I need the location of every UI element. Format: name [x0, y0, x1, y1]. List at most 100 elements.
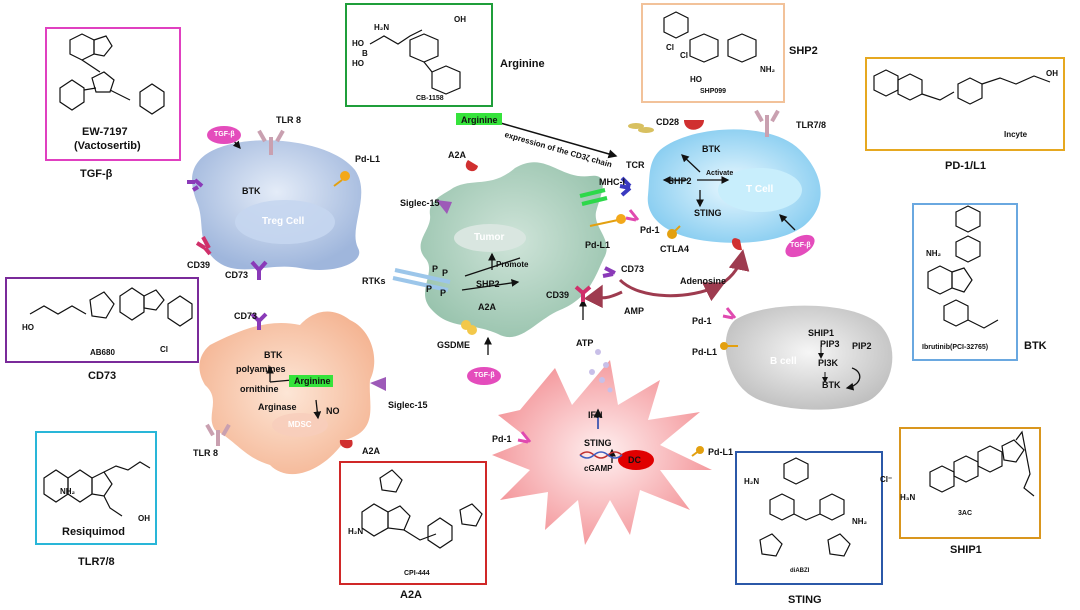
label-arginine-top: Arginine [461, 115, 498, 125]
label-shp2-tcell: SHP2 [668, 176, 692, 186]
drug-cb1158: CB-1158 [416, 95, 444, 102]
label-pdl1-treg: Pd-L1 [355, 154, 381, 164]
drug-3ac: 3AC [958, 510, 973, 517]
cd73-receptor-tumor [602, 266, 616, 278]
svg-text:NH₂: NH₂ [852, 517, 868, 526]
label-arginine-mdsc: Arginine [294, 376, 331, 386]
label-ship1: SHIP1 [808, 328, 835, 338]
label-a2a-tumor: A2A [448, 150, 467, 160]
svg-text:B: B [362, 49, 368, 58]
tgfb-badge-label-tumor: TGF-β [474, 372, 495, 379]
tgfb-badge-treg [207, 126, 241, 144]
gsdme-marker [461, 320, 477, 335]
pd1-receptor-dc [517, 431, 532, 444]
cell-label-treg: Treg Cell [262, 216, 305, 227]
pdl1-receptor-bcell [720, 342, 738, 350]
label-cd28: CD28 [656, 117, 680, 127]
molecule-ew7197 [59, 33, 165, 115]
label-rtks: RTKs [362, 276, 386, 286]
label-cgamp: cGAMP [584, 464, 613, 473]
label-pd1-tcell: Pd-1 [640, 225, 660, 235]
label-a2a-mdsc: A2A [362, 446, 381, 456]
label-sting-dc: STING [584, 438, 612, 448]
label-amp: AMP [624, 306, 644, 316]
label-tlr8-mdsc: TLR 8 [193, 448, 219, 458]
molecule-cpi444 [361, 469, 483, 549]
label-pd1-dc: Pd-1 [492, 434, 512, 444]
label-cd73-tumor: CD73 [621, 264, 645, 274]
svg-text:Cl: Cl [680, 51, 688, 60]
label-btk-tcell: BTK [702, 144, 721, 154]
label-pdl1-tumor: Pd-L1 [585, 240, 611, 250]
svg-text:NH₂: NH₂ [760, 65, 776, 74]
label-pip2: PIP2 [852, 341, 872, 351]
label-promote: Promote [496, 260, 529, 269]
mdsc-cell [199, 311, 375, 475]
label-cd73-treg: CD73 [225, 270, 249, 280]
label-pdl1-bcell: Pd-L1 [692, 347, 718, 357]
molecule-resiquimod [43, 461, 151, 517]
target-tlr78: TLR7/8 [78, 556, 115, 568]
label-atp: ATP [576, 338, 594, 348]
pd1-receptor-tcell [625, 209, 640, 222]
target-tgfb: TGF-β [80, 168, 113, 180]
svg-text:HO: HO [690, 75, 702, 84]
label-btk-bcell: BTK [822, 380, 841, 390]
label-cd39-tumor: CD39 [546, 290, 570, 300]
label-p1: P [432, 264, 439, 274]
cell-label-bcell: B cell [770, 356, 797, 367]
label-p4: P [440, 288, 447, 298]
drug-resiquimod: Resiquimod [62, 526, 125, 538]
cd73-receptor-treg [250, 260, 268, 280]
label-p3: P [426, 284, 433, 294]
svg-text:H₂N: H₂N [348, 527, 363, 536]
label-a2a-tumor-center: A2A [478, 302, 497, 312]
tgfb-badge-tumor [467, 367, 501, 385]
ctla4-receptor [667, 225, 681, 239]
dna-helix [579, 451, 623, 459]
target-ship1: SHIP1 [950, 544, 982, 556]
label-cd73-mdsc: CD73 [234, 311, 258, 321]
label-ifn: IFN [588, 410, 603, 420]
label-adenosine: Adenosine [680, 276, 727, 286]
label-siglec15-tumor: Siglec-15 [400, 198, 440, 208]
svg-text:OH: OH [454, 15, 466, 24]
arginine-tag-top [456, 113, 502, 125]
svg-text:H₂N: H₂N [744, 477, 759, 486]
label-tlr78-tcell: TLR7/8 [796, 120, 827, 130]
a2a-receptor-tumor [465, 160, 478, 172]
atp-dots [589, 349, 613, 393]
label-siglec15-mdsc: Siglec-15 [388, 400, 428, 410]
svg-text:H₃N: H₃N [900, 493, 915, 502]
label-ctla4: CTLA4 [660, 244, 689, 254]
label-gsdme: GSDME [437, 340, 471, 350]
molecule-3ac [929, 430, 1035, 497]
label-pi3k: PI3K [818, 358, 839, 368]
molecule-ab680 [29, 287, 193, 327]
molecule-ibrutinib [927, 205, 999, 329]
pdl1-receptor-dc [691, 446, 704, 457]
tgfb-badge-label-treg: TGF-β [214, 131, 235, 138]
svg-text:HO: HO [352, 39, 364, 48]
label-pdl1-dc: Pd-L1 [708, 447, 734, 457]
label-tlr8-treg: TLR 8 [276, 115, 302, 125]
svg-text:OH: OH [1046, 69, 1058, 78]
svg-text:HO: HO [22, 323, 34, 332]
label-arginase: Arginase [258, 402, 297, 412]
cell-label-tumor: Tumor [474, 232, 505, 243]
label-ornithine: ornithine [240, 384, 279, 394]
pd1-receptor-bcell [722, 307, 737, 320]
label-pip3: PIP3 [820, 339, 840, 349]
molecule-shp099 [663, 11, 757, 63]
cell-label-tcell: T Cell [746, 184, 774, 195]
svg-text:Cl: Cl [160, 345, 168, 354]
molecule-cb1158 [369, 29, 461, 95]
label-pd1-bcell: Pd-1 [692, 316, 712, 326]
drug-cpi444: CPI-444 [404, 570, 430, 577]
drug-shp099: SHP099 [700, 88, 727, 95]
target-shp2: SHP2 [789, 45, 818, 57]
tlr8-receptor-mdsc [205, 423, 231, 446]
siglec15-receptor-mdsc [370, 377, 386, 391]
target-arginine: Arginine [500, 58, 545, 70]
target-a2a: A2A [400, 589, 423, 601]
